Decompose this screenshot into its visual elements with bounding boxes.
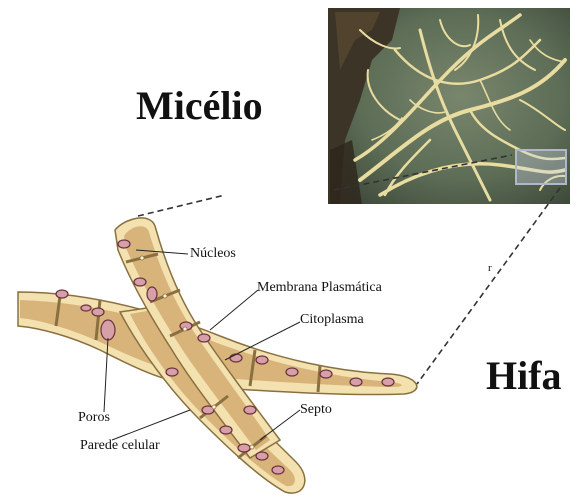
label-cytoplasm: Citoplasma	[300, 312, 364, 328]
label-septum: Septo	[300, 402, 332, 418]
label-plasma-membrane: Membrana Plasmática	[257, 280, 382, 296]
label-nuclei: Núcleos	[190, 246, 236, 262]
mycelium-title: Micélio	[136, 82, 263, 129]
magnify-box	[516, 150, 566, 184]
stray-mark: r	[488, 262, 492, 274]
label-cell-wall: Parede celular	[80, 438, 160, 454]
hypha-title: Hifa	[486, 352, 562, 399]
mycelium-photo	[328, 8, 570, 204]
label-pores: Poros	[78, 410, 110, 426]
